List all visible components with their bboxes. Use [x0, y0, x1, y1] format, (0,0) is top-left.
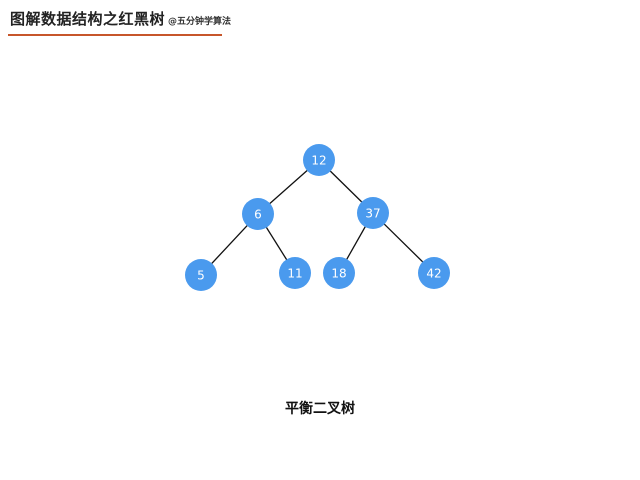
tree-edges — [200, 159, 435, 276]
node-circle — [242, 198, 274, 230]
tree-node-6: 6 — [242, 198, 274, 230]
node-label: 42 — [426, 267, 441, 281]
tree-node-5: 5 — [185, 259, 217, 291]
node-circle — [323, 257, 355, 289]
tree-nodes: 12 6 37 5 11 18 42 — [185, 144, 450, 291]
tree-node-42: 42 — [418, 257, 450, 289]
node-label: 12 — [311, 154, 326, 168]
diagram-caption: 平衡二叉树 — [285, 401, 355, 417]
node-label: 37 — [365, 207, 380, 221]
node-circle — [303, 144, 335, 176]
header: 图解数据结构之红黑树 @五分钟学算法 — [10, 8, 231, 36]
page-title: 图解数据结构之红黑树 — [10, 10, 166, 28]
header-underline — [8, 34, 222, 36]
author-handle: @五分钟学算法 — [168, 17, 232, 27]
tree-node-37: 37 — [357, 197, 389, 229]
tree-node-18: 18 — [323, 257, 355, 289]
node-circle — [418, 257, 450, 289]
node-circle — [357, 197, 389, 229]
node-circle — [279, 257, 311, 289]
node-circle — [185, 259, 217, 291]
node-label: 6 — [254, 208, 262, 222]
tree-node-12: 12 — [303, 144, 335, 176]
node-label: 11 — [287, 267, 302, 281]
node-label: 5 — [197, 269, 205, 283]
tree-node-11: 11 — [279, 257, 311, 289]
node-label: 18 — [331, 267, 346, 281]
